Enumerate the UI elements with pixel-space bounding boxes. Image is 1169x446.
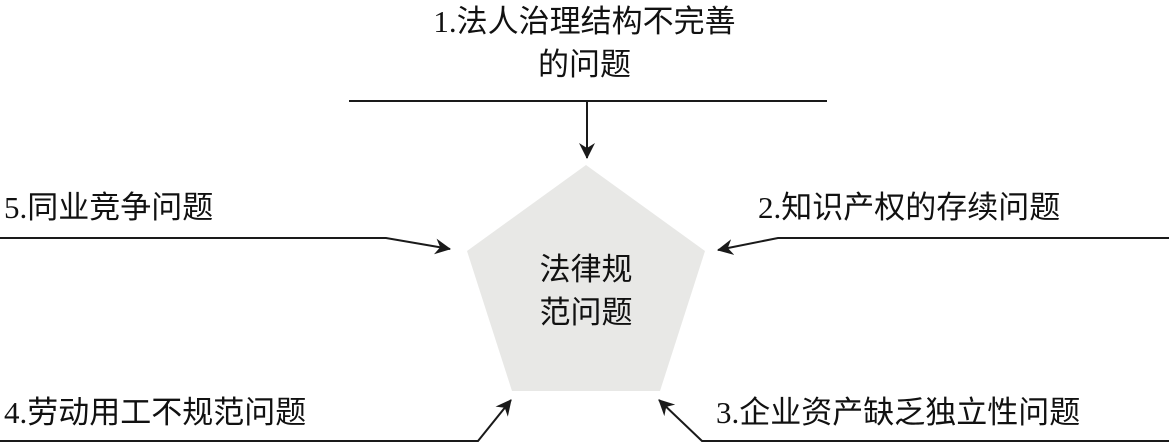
arrow-left	[0, 237, 451, 255]
pentagon-label: 法律规 范问题	[540, 248, 633, 334]
item-3-label: 3.企业资产缺乏独立性问题	[716, 395, 1081, 430]
arrow-bottom-left	[0, 399, 512, 442]
arrow-right	[717, 237, 1169, 255]
item-2-label: 2.知识产权的存续问题	[758, 190, 1061, 225]
pentagon-shape	[467, 165, 705, 391]
arrow-bottom-right	[658, 399, 1169, 442]
item-5-label: 5.同业竞争问题	[4, 190, 214, 225]
item-4-label: 4.劳动用工不规范问题	[4, 395, 307, 430]
item-1-line1: 1.法人治理结构不完善	[433, 4, 736, 39]
pentagon-label-line2: 范问题	[539, 295, 633, 330]
pentagon-label-line1: 法律规	[539, 252, 633, 287]
item-1-label: 1.法人治理结构不完善 的问题	[0, 0, 1169, 86]
item-1-line2: 的问题	[538, 47, 631, 82]
